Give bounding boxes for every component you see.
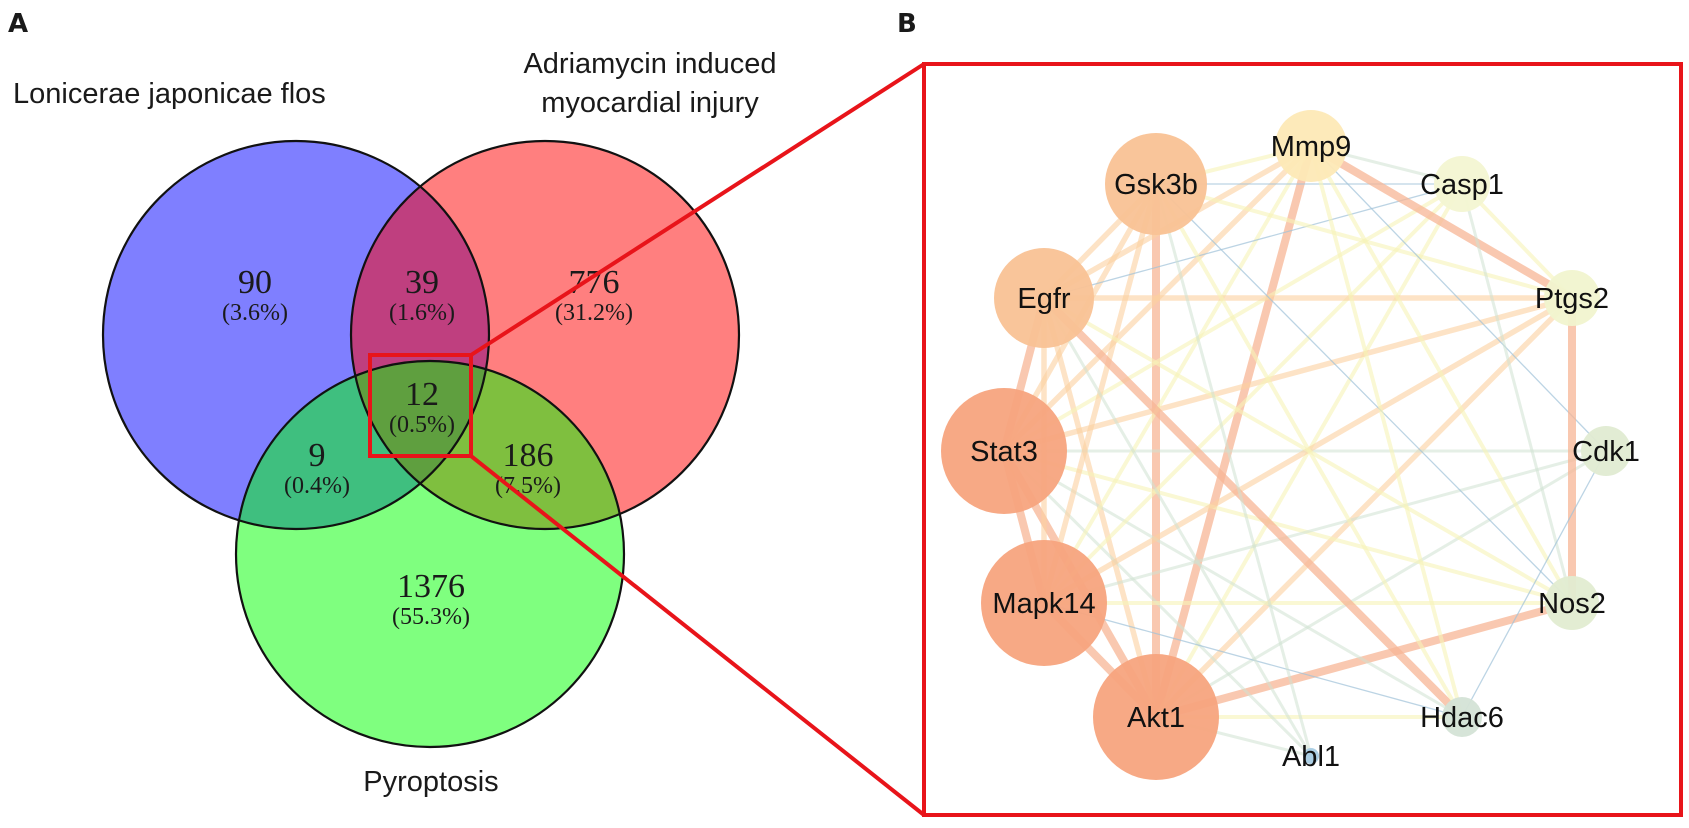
region-count: 90 [238,264,272,301]
connector-line-top [469,62,926,357]
node-casp1[interactable]: Casp1 [1420,156,1504,212]
node-abl1[interactable]: Abl1 [1282,741,1340,773]
edge-cdk1-hdac6 [1461,450,1607,718]
edge-akt1-mmp9 [1152,144,1315,719]
node-label: Mmp9 [1271,131,1352,163]
edge-stat3-nos2 [1003,449,1573,605]
connector-line-bottom [469,454,926,817]
edge-casp1-nos2 [1460,183,1574,604]
region-count: 39 [405,264,439,301]
node-gsk3b[interactable]: Gsk3b [1105,133,1207,235]
venn-fills [103,141,739,747]
network-frame [922,62,1683,817]
node-cdk1[interactable]: Cdk1 [1572,426,1640,476]
region-ljf-pyr: 9 (0.4%) [284,437,350,499]
edge-egfr-hdac6 [1041,295,1465,720]
node-circle [994,248,1094,348]
node-ptgs2[interactable]: Ptgs2 [1535,270,1609,326]
node-circle [1434,156,1490,212]
set-label-ami-line2: myocardial injury [541,87,759,119]
node-nos2[interactable]: Nos2 [1538,576,1606,630]
node-akt1[interactable]: Akt1 [1093,654,1219,780]
node-circle [941,388,1067,514]
edge-mapk14-cdk1 [1043,449,1607,605]
node-label: Akt1 [1127,702,1185,734]
edge-mmp9-nos2 [1309,145,1574,604]
network-edges [1000,142,1607,758]
node-circle [981,540,1107,666]
edge-egfr-casp1 [1043,183,1463,299]
panel-a-letter: A [8,9,28,39]
region-ljf-ami: 39 (1.6%) [389,264,455,326]
edge-mmp9-ptgs2 [1308,142,1575,302]
edge-mapk14-hdac6 [1043,602,1463,718]
venn-set-pyr [236,361,624,747]
venn-outline-ami [349,139,741,531]
node-label: Hdac6 [1420,702,1504,734]
node-label: Nos2 [1538,588,1606,620]
region-ami-pyr: 186 (7.5%) [495,437,561,499]
venn-outline-pyr [234,359,626,749]
edge-stat3-ptgs2 [1003,295,1573,454]
edge-akt1-ptgs2 [1154,296,1574,719]
region-count: 1376 [397,568,465,605]
node-label: Casp1 [1420,169,1504,201]
node-circle [1105,133,1207,235]
region-count: 9 [309,437,326,474]
edge-gsk3b-abl1 [1154,183,1313,757]
node-label: Egfr [1017,283,1071,315]
region-count: 776 [569,264,620,301]
node-label: Abl1 [1282,741,1340,773]
edge-gsk3b-hdac6 [1154,183,1464,718]
edge-stat3-hdac6 [1003,449,1463,719]
set-label-pyr: Pyroptosis [363,766,498,798]
node-egfr[interactable]: Egfr [994,248,1094,348]
region-all-three: 12 (0.5%) [389,376,455,438]
region-percent: (0.5%) [389,412,455,438]
node-circle [1442,697,1482,737]
node-circle [1093,654,1219,780]
node-mmp9[interactable]: Mmp9 [1271,110,1352,182]
region-percent: (7.5%) [495,473,561,499]
edge-mmp9-cdk1 [1310,145,1607,452]
node-circle [1581,426,1631,476]
set-label-ami-line1: Adriamycin induced [523,48,776,80]
region-percent: (55.3%) [392,604,470,630]
node-stat3[interactable]: Stat3 [941,388,1067,514]
venn-outline-ljf [101,139,491,531]
region-percent: (31.2%) [555,300,633,326]
region-percent: (3.6%) [222,300,288,326]
node-label: Cdk1 [1572,436,1640,468]
node-label: Gsk3b [1114,169,1198,201]
venn-diagram: Lonicerae japonicae flos Adriamycin indu… [13,48,777,798]
region-count: 186 [503,437,554,474]
region-percent: (0.4%) [284,473,350,499]
region-pyr-only: 1376 (55.3%) [392,568,470,630]
edge-mapk14-casp1 [1042,182,1464,605]
edge-gsk3b-nos2 [1155,183,1573,604]
node-label: Ptgs2 [1535,283,1609,315]
node-circle [1544,270,1600,326]
region-count: 12 [405,376,439,413]
node-mapk14[interactable]: Mapk14 [981,540,1107,666]
node-circle [1545,576,1599,630]
node-label: Mapk14 [992,588,1095,620]
region-ami-only: 776 (31.2%) [555,264,633,326]
zoom-callout [368,62,1683,817]
highlight-box [368,353,473,458]
node-hdac6[interactable]: Hdac6 [1420,697,1504,737]
node-circle [1275,110,1347,182]
edge-akt1-cdk1 [1155,449,1607,719]
panel-b-letter: B [897,9,917,39]
set-label-ljf: Lonicerae japonicae flos [13,78,326,110]
node-label: Stat3 [970,436,1038,468]
node-circle [1303,748,1319,764]
venn-outlines [101,139,741,749]
region-percent: (1.6%) [389,300,455,326]
edge-mmp9-hdac6 [1309,145,1464,718]
region-ljf-only: 90 (3.6%) [222,264,288,326]
edge-egfr-abl1 [1042,297,1313,757]
